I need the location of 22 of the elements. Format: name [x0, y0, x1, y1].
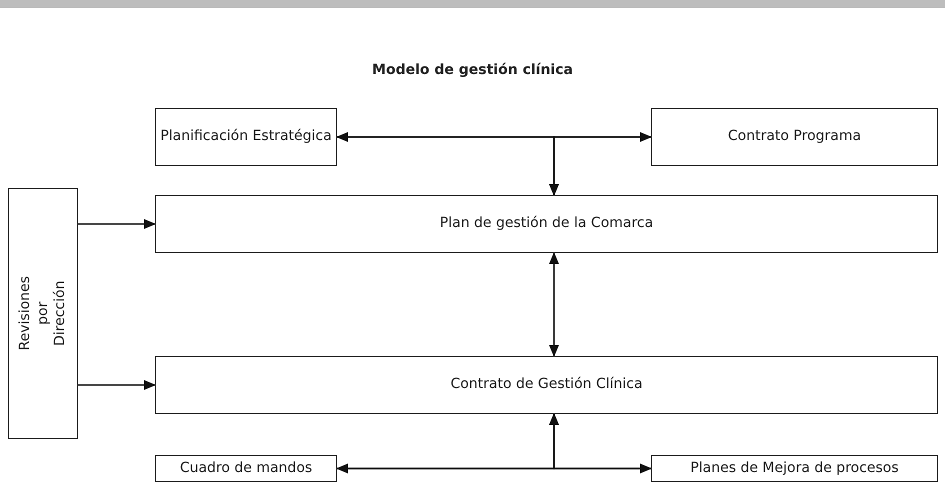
arrow	[549, 136, 651, 196]
arrow	[549, 252, 559, 357]
diagram-title: Modelo de gestión clínica	[371, 62, 574, 78]
process-box	[155, 195, 938, 253]
arrow	[336, 132, 652, 142]
box-label: Cuadro de mandos	[180, 460, 312, 478]
box-label: Contrato de Gestión Clínica	[450, 376, 643, 394]
box-label: Planes de Mejora de procesos	[690, 460, 899, 478]
process-box	[651, 455, 938, 482]
arrow	[336, 464, 652, 474]
process-box	[155, 108, 337, 166]
process-box	[8, 188, 78, 439]
box-label: Revisiones por Dirección	[16, 276, 69, 351]
box-label: Planificación Estratégica	[160, 128, 332, 146]
arrow	[78, 219, 156, 229]
process-box	[651, 108, 938, 166]
box-label: Plan de gestión de la Comarca	[440, 215, 654, 233]
process-box	[155, 455, 337, 482]
arrow	[78, 380, 156, 390]
arrow	[549, 413, 651, 470]
process-box	[155, 356, 938, 414]
box-label: Contrato Programa	[728, 128, 862, 146]
